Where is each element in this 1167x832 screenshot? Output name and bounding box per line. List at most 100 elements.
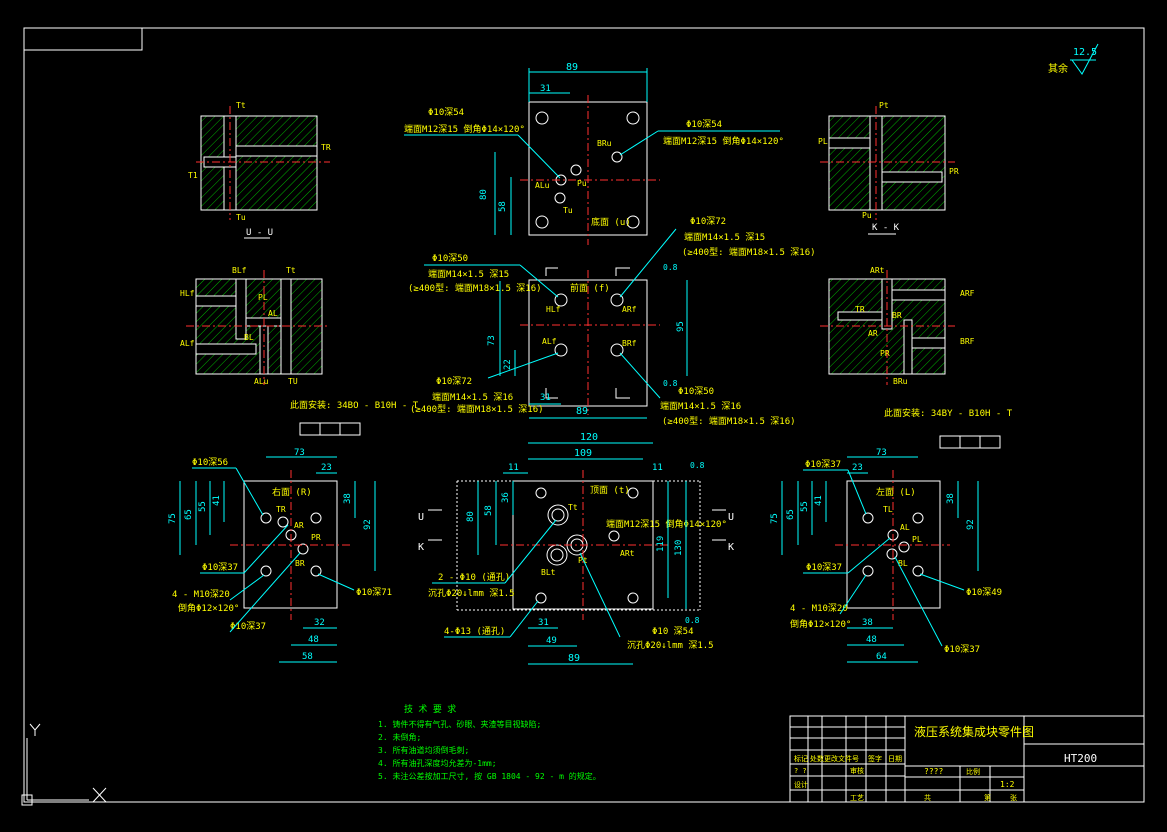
tech-requirements: 技 术 要 求 1. 铸件不得有气孔、砂眼、夹渣等目视缺陷; 2. 未倒角; 3… xyxy=(378,703,601,781)
hole-note: Φ10深71 xyxy=(356,587,392,598)
section-letter: K xyxy=(418,542,424,553)
hole-note: Φ10深54 xyxy=(686,119,722,130)
hole-note: Φ10深49 xyxy=(966,587,1002,598)
dimension: 73 xyxy=(294,448,305,458)
view-front-face: 前面 (f) HLf ARf ALf BRf 73 22 31 89 95 0.… xyxy=(408,216,816,427)
ucs-axis-icon xyxy=(21,723,107,806)
hole-note: Φ10 深54 xyxy=(652,626,694,637)
view-title: K - K xyxy=(872,223,900,233)
dimension: 38 xyxy=(946,493,956,504)
surface-finish-label: 其余 xyxy=(1048,62,1068,75)
port-label: TR xyxy=(276,505,286,514)
hole-note: Φ10深50 xyxy=(678,386,714,397)
port-label: HLf xyxy=(180,289,195,298)
port-label: BL xyxy=(244,333,254,342)
port-label: ARt xyxy=(870,266,885,275)
port-label: Tt xyxy=(286,266,296,275)
valve-label: 此面安装: 34BY - B10H - T xyxy=(884,407,1013,419)
roughness-value: 0.8 xyxy=(663,263,678,272)
port-label: ARF xyxy=(960,289,975,298)
section-letter: U xyxy=(418,512,424,523)
port-label: Tt xyxy=(236,101,246,110)
dimension: 58 xyxy=(484,505,494,516)
dimension: 58 xyxy=(302,652,313,662)
port-label: BLt xyxy=(541,568,556,577)
hole-note: (≥400型: 端面M18×1.5 深16) xyxy=(682,246,816,258)
dimension: 23 xyxy=(852,463,863,473)
title-block-cell: 审核 xyxy=(850,766,864,775)
view-left-face: 此面安装: 34BY - B10H - T 左面 (L) TL AL PL BL… xyxy=(770,407,1013,663)
hole-note: 沉孔Φ20↓lmm 深1.5 xyxy=(627,640,714,651)
hole-note: 端面M12深15 倒角Φ14×120° xyxy=(404,123,525,135)
dimension: 65 xyxy=(786,509,796,520)
dimension: 130 xyxy=(674,540,684,556)
port-label: PR xyxy=(949,167,959,176)
dimension: 48 xyxy=(866,635,877,645)
dimension: 48 xyxy=(308,635,319,645)
title-block-cell: 更改文件号 xyxy=(824,754,859,763)
title-block-cell: 张 xyxy=(1010,793,1017,802)
dimension: 119 xyxy=(656,536,666,552)
port-label: AR xyxy=(294,521,304,530)
port-label: PR xyxy=(311,533,321,542)
port-label: BRf xyxy=(622,339,637,348)
port-label: Pu xyxy=(577,179,587,188)
port-label: AL xyxy=(900,523,910,532)
section-view-right: ARt TR BR AR PR ARF BRF BRu xyxy=(820,266,975,386)
dimension: 58 xyxy=(498,201,508,212)
title-block-cell: ? ? xyxy=(794,767,807,775)
frame-corner-box xyxy=(23,27,143,51)
hole-note: 端面M12深15 倒角Φ14×120° xyxy=(606,518,727,530)
port-label: TL xyxy=(883,505,893,514)
dimension: 64 xyxy=(876,652,887,662)
roughness-value: 0.8 xyxy=(685,616,700,625)
tech-req-item: 5. 未注公差按加工尺寸, 按 GB 1804 - 92 - m 的规定。 xyxy=(378,771,601,781)
port-label: HLf xyxy=(546,305,561,314)
section-letter: K xyxy=(728,542,734,553)
dimension: 73 xyxy=(487,335,497,346)
dimension: 73 xyxy=(876,448,887,458)
dimension: 49 xyxy=(546,636,557,646)
view-top-face: 顶面 (t) Tt Pt BLt ARt 端面M12深15 倒角Φ14×120°… xyxy=(428,432,727,665)
dimension: 36 xyxy=(501,492,511,503)
section-view-left: BLf HLf ALf PL AL BL Tt ALu TU xyxy=(180,266,330,386)
hole-note: Φ10深72 xyxy=(436,376,472,387)
port-label: BLf xyxy=(232,266,247,275)
roughness-value: 0.8 xyxy=(690,461,705,470)
hole-note: Φ10深37 xyxy=(805,459,841,470)
dimension: 23 xyxy=(321,463,332,473)
port-label: ALf xyxy=(542,337,557,346)
dimension: 109 xyxy=(574,448,592,459)
dimension: 55 xyxy=(800,501,810,512)
hole-note: 沉孔Φ20↓lmm 深1.5 xyxy=(428,588,515,599)
port-label: ALu xyxy=(535,181,550,190)
port-label: BRu xyxy=(597,139,612,148)
port-label: BR xyxy=(892,311,902,320)
port-label: ARt xyxy=(620,549,635,558)
hole-note: 端面M14×1.5 深16 xyxy=(432,391,513,403)
face-label: 底面 (u) xyxy=(591,216,631,228)
port-label: ALf xyxy=(180,339,195,348)
designer-field: ???? xyxy=(924,767,943,776)
title-block-cell: 共 xyxy=(924,793,931,802)
dimension: 11 xyxy=(652,463,663,473)
dimension: 89 xyxy=(566,62,578,73)
dimension: 32 xyxy=(314,618,325,628)
tech-req-item: 4. 所有油孔深度均允差为-1mm; xyxy=(378,758,497,768)
hole-note: Φ10深54 xyxy=(428,107,464,118)
dimension: 31 xyxy=(538,618,549,628)
title-block: 液压系统集成块零件图 HT200 ???? 标记 处数 更改文件号 签字 日期 … xyxy=(789,715,1145,803)
dimension: 38 xyxy=(862,618,873,628)
face-label: 右面 (R) xyxy=(272,486,312,498)
dimension: 89 xyxy=(576,406,588,417)
tech-req-item: 2. 未倒角; xyxy=(378,732,421,742)
port-label: PL xyxy=(818,137,828,146)
title-block-cell: 工艺 xyxy=(850,794,864,802)
port-label: Tu xyxy=(563,206,573,215)
hole-note: Φ10深37 xyxy=(230,621,266,632)
material-label: HT200 xyxy=(1064,752,1097,765)
tech-req-item: 3. 所有油道均须倒毛刺; xyxy=(378,745,469,755)
view-right-face: 此面安装: 34BO - B10H - T 右面 (R) TR AR PR BR… xyxy=(168,399,419,663)
port-label: PL xyxy=(258,293,268,302)
title-block-cell: 比例 xyxy=(966,767,980,776)
